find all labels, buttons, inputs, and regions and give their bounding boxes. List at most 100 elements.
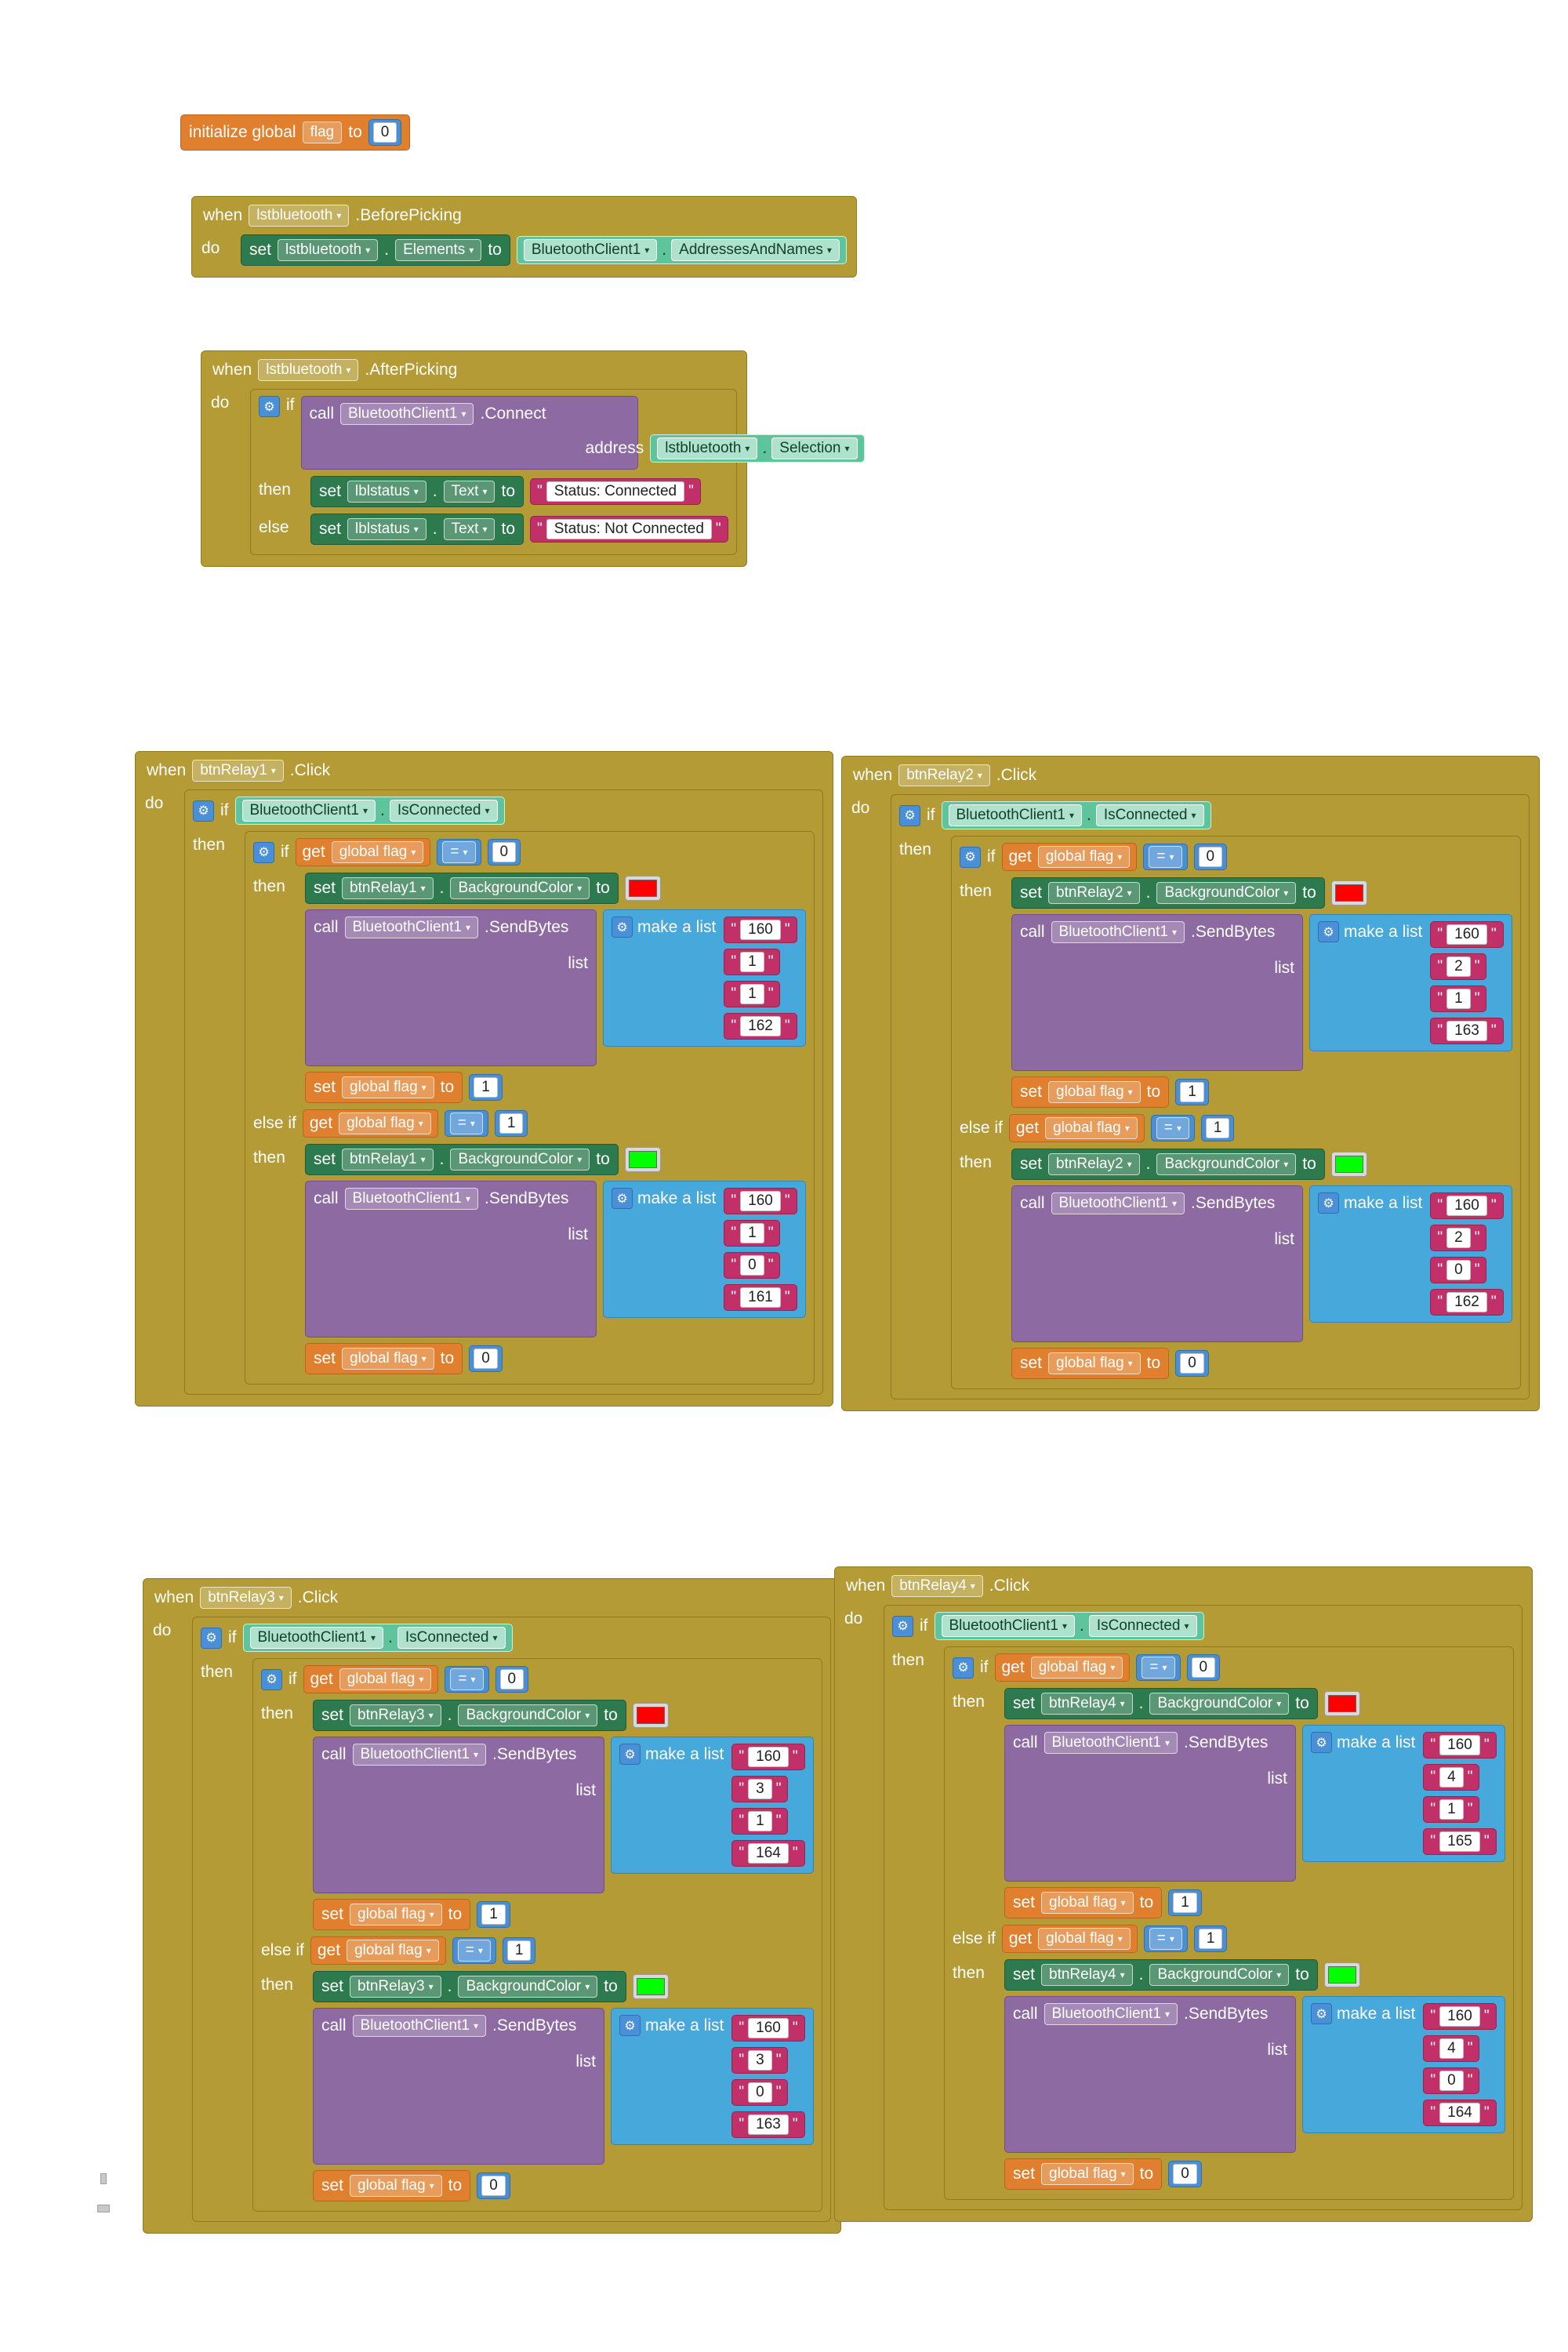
- number-block[interactable]: 1: [469, 1074, 503, 1101]
- mutator-gear-icon[interactable]: ⚙: [193, 800, 214, 822]
- property-dropdown[interactable]: BackgroundColor▾: [1149, 1964, 1290, 1986]
- make-a-list-block[interactable]: ⚙ make a list "160" "4" "0" "164": [1302, 1996, 1505, 2133]
- call-sendbytes-block[interactable]: call BluetoothClient1▾ .SendBytes list: [305, 1181, 597, 1338]
- string-field[interactable]: 1: [740, 952, 764, 972]
- call-sendbytes-block[interactable]: call BluetoothClient1▾ .SendBytes list: [1011, 1185, 1303, 1342]
- component-dropdown[interactable]: btnRelay2▾: [1048, 882, 1140, 904]
- get-global-flag-block[interactable]: get global flag▾: [302, 1109, 438, 1138]
- text-string-block[interactable]: "3": [731, 1776, 789, 1802]
- component-dropdown[interactable]: lblstatus▾: [347, 518, 426, 540]
- equals-operator-block[interactable]: =▾: [1136, 1654, 1181, 1681]
- number-block[interactable]: 1: [1175, 1079, 1209, 1105]
- set-global-flag-block[interactable]: set global flag▾ to: [1004, 1887, 1163, 1918]
- text-string-block[interactable]: "160": [724, 1188, 797, 1214]
- number-block[interactable]: 0: [469, 1345, 503, 1372]
- variable-dropdown[interactable]: global flag▾: [350, 2175, 442, 2197]
- call-sendbytes-block[interactable]: call BluetoothClient1▾ .SendBytes list: [1004, 1725, 1296, 1882]
- text-string-block[interactable]: "165": [1423, 1828, 1497, 1855]
- text-string-block[interactable]: "4": [1423, 2035, 1480, 2062]
- string-field[interactable]: 2: [1446, 956, 1471, 977]
- get-global-flag-block[interactable]: get global flag▾: [1001, 1925, 1138, 1953]
- set-global-flag-block[interactable]: set global flag▾ to: [1011, 1076, 1170, 1108]
- mutator-gear-icon[interactable]: ⚙: [201, 1627, 222, 1649]
- text-string-block[interactable]: "1": [724, 949, 781, 975]
- number-block[interactable]: 1: [1168, 1889, 1202, 1916]
- text-string-block[interactable]: "0": [1423, 2067, 1480, 2094]
- make-a-list-block[interactable]: ⚙ make a list "160" "2" "1" "163": [1309, 914, 1512, 1051]
- string-field[interactable]: 161: [740, 1287, 781, 1308]
- string-field[interactable]: 160: [1446, 1196, 1487, 1216]
- variable-dropdown[interactable]: global flag▾: [1038, 1928, 1131, 1950]
- string-field[interactable]: 0: [1446, 1260, 1471, 1280]
- when-btnrelay-click-block[interactable]: when btnRelay4▾ .Click do ⚙ if Bluetooth…: [834, 1566, 1533, 2222]
- mutator-gear-icon[interactable]: ⚙: [253, 841, 274, 863]
- number-block[interactable]: 1: [502, 1937, 536, 1964]
- variable-dropdown[interactable]: global flag▾: [1048, 1352, 1141, 1374]
- text-string-block[interactable]: "Status: Connected": [530, 478, 701, 505]
- component-dropdown[interactable]: btnRelay3▾: [350, 1976, 441, 1998]
- when-btnrelay-click-block[interactable]: when btnRelay3▾ .Click do ⚙ if Bluetooth…: [143, 1578, 841, 2234]
- mutator-gear-icon[interactable]: ⚙: [619, 1744, 641, 1765]
- color-block[interactable]: [1323, 1691, 1360, 1716]
- when-beforepicking-block[interactable]: when lstbluetooth▾ .BeforePicking do set…: [191, 196, 857, 278]
- number-field[interactable]: 1: [506, 1940, 532, 1961]
- property-dropdown[interactable]: BackgroundColor▾: [1149, 1693, 1290, 1715]
- text-string-block[interactable]: "1": [731, 1808, 789, 1835]
- call-sendbytes-block[interactable]: call BluetoothClient1▾ .SendBytes list: [1004, 1996, 1296, 2153]
- if-isconnected-block[interactable]: ⚙ if BluetoothClient1▾ . IsConnected▾ th…: [884, 1605, 1523, 2210]
- component-dropdown[interactable]: lstbluetooth▾: [258, 359, 359, 381]
- if-isconnected-block[interactable]: ⚙ if BluetoothClient1▾ . IsConnected▾ th…: [184, 789, 823, 1395]
- equals-operator-block[interactable]: =▾: [452, 1937, 496, 1964]
- selection-getter-block[interactable]: lstbluetooth▾ . Selection▾: [650, 434, 865, 463]
- mutator-gear-icon[interactable]: ⚙: [960, 846, 981, 868]
- isconnected-getter-block[interactable]: BluetoothClient1▾ . IsConnected▾: [934, 1612, 1204, 1640]
- operator-dropdown[interactable]: =▾: [449, 1112, 483, 1134]
- set-backgroundcolor-block[interactable]: set btnRelay3▾ . BackgroundColor▾ to: [313, 1971, 626, 2002]
- if-isconnected-block[interactable]: ⚙ if BluetoothClient1▾ . IsConnected▾ th…: [891, 794, 1530, 1399]
- operator-dropdown[interactable]: =▾: [457, 1940, 491, 1962]
- mutator-gear-icon[interactable]: ⚙: [259, 396, 280, 417]
- get-global-flag-block[interactable]: get global flag▾: [310, 1936, 446, 1965]
- component-dropdown[interactable]: BluetoothClient1▾: [1044, 2003, 1178, 2025]
- number-field[interactable]: 1: [499, 1113, 524, 1134]
- operator-dropdown[interactable]: =▾: [1142, 1657, 1175, 1679]
- component-dropdown[interactable]: lstbluetooth▾: [249, 205, 350, 227]
- number-field[interactable]: 0: [1198, 847, 1223, 867]
- text-string-block[interactable]: "1": [724, 1220, 781, 1247]
- string-field[interactable]: 0: [1439, 2071, 1464, 2091]
- component-dropdown[interactable]: BluetoothClient1▾: [523, 239, 658, 261]
- variable-dropdown[interactable]: global flag▾: [347, 1940, 439, 1962]
- color-block[interactable]: [1323, 1962, 1360, 1987]
- when-btnrelay-click-block[interactable]: when btnRelay2▾ .Click do ⚙ if Bluetooth…: [841, 756, 1540, 1411]
- string-field[interactable]: 165: [1439, 1831, 1480, 1852]
- equals-operator-block[interactable]: =▾: [445, 1666, 489, 1693]
- property-dropdown[interactable]: AddressesAndNames▾: [671, 239, 840, 261]
- string-field[interactable]: 163: [1446, 1021, 1487, 1041]
- call-sendbytes-block[interactable]: call BluetoothClient1▾ .SendBytes list: [313, 2008, 604, 2165]
- component-dropdown[interactable]: BluetoothClient1▾: [1051, 1192, 1185, 1214]
- component-dropdown[interactable]: BluetoothClient1▾: [948, 804, 1082, 826]
- text-string-block[interactable]: "162": [1430, 1289, 1504, 1316]
- component-dropdown[interactable]: btnRelay3▾: [350, 1704, 441, 1726]
- call-sendbytes-block[interactable]: call BluetoothClient1▾ .SendBytes list: [305, 909, 597, 1066]
- property-dropdown[interactable]: BackgroundColor▾: [1156, 1153, 1297, 1175]
- set-global-flag-block[interactable]: set global flag▾ to: [1011, 1348, 1170, 1379]
- number-block[interactable]: 0: [495, 1666, 529, 1693]
- string-field[interactable]: 160: [740, 1191, 781, 1211]
- get-global-flag-block[interactable]: get global flag▾: [1008, 1114, 1145, 1142]
- text-string-block[interactable]: "164": [731, 1840, 805, 1867]
- string-field[interactable]: 160: [1446, 924, 1487, 945]
- component-dropdown[interactable]: btnRelay4▾: [891, 1575, 983, 1597]
- number-block[interactable]: 0: [477, 2172, 510, 2199]
- if-isconnected-block[interactable]: ⚙ if BluetoothClient1▾ . IsConnected▾ th…: [192, 1617, 831, 2222]
- mutator-gear-icon[interactable]: ⚙: [899, 804, 920, 826]
- text-string-block[interactable]: "160": [724, 916, 797, 943]
- number-block[interactable]: 1: [477, 1901, 510, 1928]
- call-sendbytes-block[interactable]: call BluetoothClient1▾ .SendBytes list: [1011, 914, 1303, 1071]
- variable-name-field[interactable]: flag: [302, 122, 343, 143]
- text-string-block[interactable]: "160": [1430, 1192, 1504, 1219]
- string-field[interactable]: 164: [1439, 2103, 1480, 2123]
- string-field[interactable]: Status: Connected: [546, 481, 685, 502]
- operator-dropdown[interactable]: =▾: [442, 841, 476, 863]
- number-block[interactable]: 0: [1186, 1654, 1221, 1681]
